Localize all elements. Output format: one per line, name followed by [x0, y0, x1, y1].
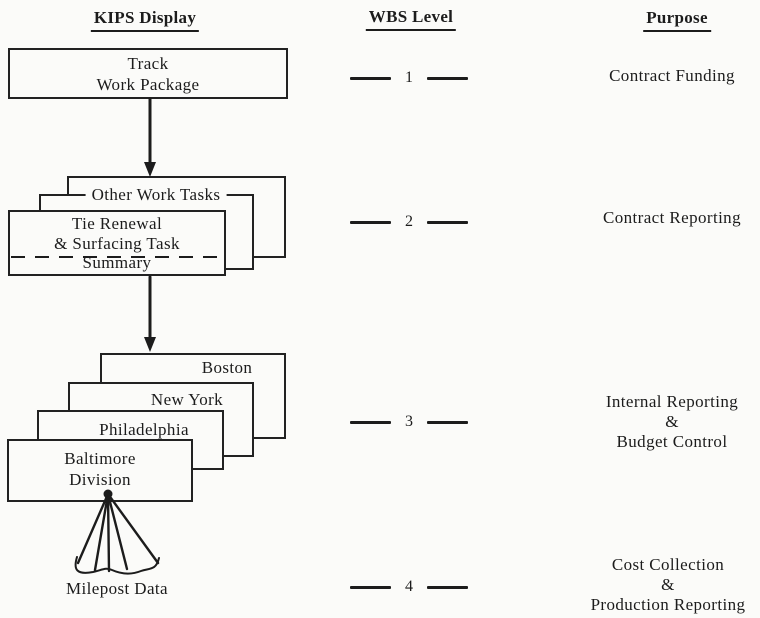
purpose-line: Budget Control: [616, 432, 728, 451]
tie-renewal-line: Tie Renewal: [71, 214, 163, 233]
tie-renewal-surfacing-box: Tie Renewal & Surfacing Task Summary: [8, 210, 226, 276]
purpose-contract-reporting: Contract Reporting: [603, 208, 741, 227]
tie-renewal-label: Tie Renewal & Surfacing Task: [10, 212, 224, 254]
work-package-line: Work Package: [96, 75, 200, 94]
fan-bottom-wave: [74, 556, 160, 575]
purpose-line: Internal Reporting: [605, 392, 739, 411]
baltimore-division-label: Baltimore Division: [9, 441, 191, 490]
wbs-dash-left: [350, 76, 391, 80]
purpose-line: Cost Collection: [611, 555, 725, 574]
flow-arrow-1: [144, 97, 156, 177]
wbs-dash-left: [350, 420, 391, 424]
column-header-wbs-level: WBS Level: [365, 7, 457, 31]
purpose-internal-reporting-budget-control: Internal Reporting & Budget Control: [606, 392, 738, 452]
wbs-level-4-marker: 4: [350, 577, 468, 597]
wbs-dash-right: [427, 420, 468, 424]
purpose-cost-collection-production-reporting: Cost Collection & Production Reporting: [591, 555, 746, 615]
wbs-dash-left: [350, 585, 391, 589]
wbs-level-1-marker: 1: [350, 68, 468, 88]
summary-divider: [11, 256, 223, 258]
column-header-purpose: Purpose: [643, 8, 711, 32]
milepost-data-label: Milepost Data: [66, 579, 168, 598]
wbs-level-2-number: 2: [405, 213, 413, 230]
boston-label: Boston: [201, 358, 253, 377]
track-work-package-box: Track Work Package: [8, 48, 288, 99]
baltimore-division-box: Baltimore Division: [7, 439, 193, 502]
wbs-level-1-number: 1: [405, 69, 413, 86]
wbs-level-3-marker: 3: [350, 412, 468, 432]
track-work-package-label: Track Work Package: [10, 50, 286, 95]
purpose-line: &: [661, 575, 675, 594]
purpose-line: &: [665, 412, 679, 431]
column-header-kips-display: KIPS Display: [90, 8, 200, 32]
wbs-level-3-number: 3: [405, 413, 413, 430]
baltimore-line: Baltimore: [64, 449, 136, 468]
wbs-dash-right: [427, 76, 468, 80]
track-line: Track: [127, 54, 169, 73]
wbs-level-4-number: 4: [405, 578, 413, 595]
purpose-line: Production Reporting: [590, 595, 746, 614]
surfacing-task-line: & Surfacing Task: [54, 234, 180, 253]
new-york-label: New York: [150, 390, 224, 409]
wbs-dash-right: [427, 585, 468, 589]
other-work-tasks-label: Other Work Tasks: [85, 185, 227, 205]
summary-label: Summary: [82, 253, 152, 272]
flow-arrow-2: [144, 275, 156, 352]
wbs-level-2-marker: 2: [350, 212, 468, 232]
division-line: Division: [69, 470, 131, 489]
purpose-contract-funding: Contract Funding: [609, 66, 735, 85]
philadelphia-label: Philadelphia: [99, 420, 189, 439]
wbs-dash-left: [350, 220, 391, 224]
wbs-dash-right: [427, 220, 468, 224]
milepost-fan-icon: [74, 489, 160, 575]
